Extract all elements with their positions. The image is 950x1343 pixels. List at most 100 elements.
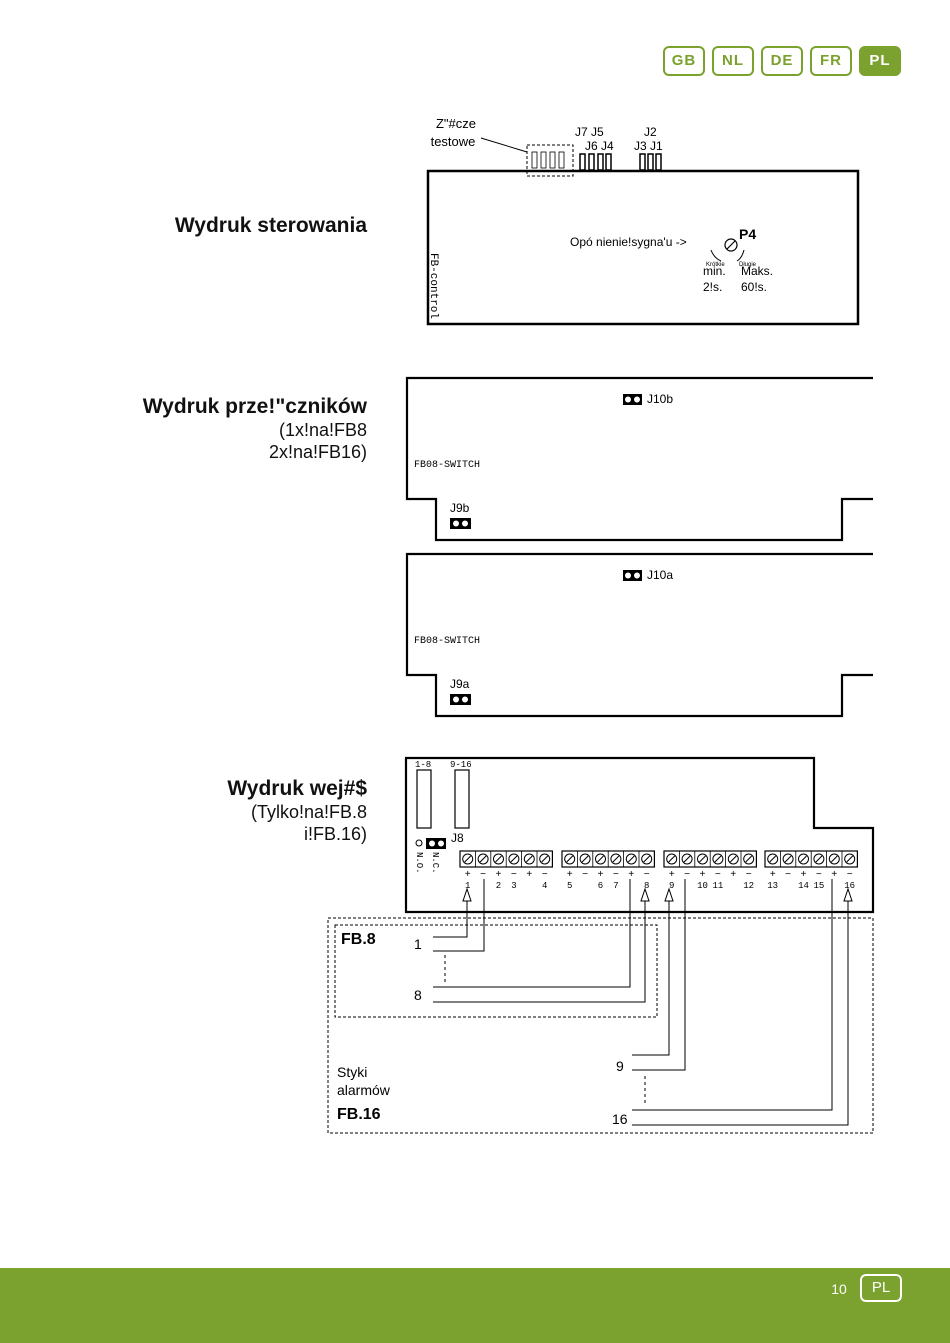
polarity-mark: − bbox=[480, 870, 486, 881]
jumper-pins-left bbox=[579, 153, 612, 171]
terminal-number-6: 6 bbox=[598, 881, 603, 891]
j8-label: J8 bbox=[451, 831, 464, 845]
lang-fr[interactable]: FR bbox=[810, 46, 852, 76]
section-control-heading: Wydruk sterowania bbox=[175, 214, 367, 238]
screw-terminal-icon[interactable] bbox=[681, 853, 693, 865]
screw-terminal-icon[interactable] bbox=[493, 853, 504, 865]
terminal-number-4: 4 bbox=[542, 881, 547, 891]
screw-terminal-icon[interactable] bbox=[508, 853, 520, 865]
terminal-number-2: 2 bbox=[496, 881, 501, 891]
polarity-mark: − bbox=[816, 870, 822, 881]
wire-9-plus bbox=[632, 889, 670, 1056]
wire-label-1: 1 bbox=[414, 936, 422, 952]
polarity-mark: − bbox=[785, 870, 791, 881]
polarity-mark: − bbox=[542, 870, 548, 881]
input-1-arrow-icon bbox=[462, 887, 472, 902]
screw-terminal-icon[interactable] bbox=[782, 853, 794, 865]
screw-terminal-icon[interactable] bbox=[625, 853, 637, 865]
screw-terminal-icon[interactable] bbox=[462, 853, 474, 865]
polarity-mark: − bbox=[582, 870, 588, 881]
polarity-mark: − bbox=[613, 870, 619, 881]
screw-terminal-icon[interactable] bbox=[798, 853, 809, 865]
max-label: Maks. bbox=[741, 264, 773, 278]
footer-bar bbox=[0, 1268, 950, 1343]
input-8-arrow-icon bbox=[640, 887, 650, 902]
control-board-diagram: Z"#cze testowe J7 J5 J6 J4 J2 J3 J1 FB-c… bbox=[426, 116, 860, 326]
screw-terminal-icon[interactable] bbox=[641, 853, 653, 865]
screw-terminal-icon[interactable] bbox=[697, 853, 708, 865]
polarity-mark: + bbox=[699, 870, 705, 881]
alarm-contacts-label-1: Styki bbox=[337, 1064, 367, 1080]
polarity-mark: + bbox=[495, 870, 501, 881]
wire-8-plus bbox=[433, 889, 646, 1003]
jumper-pins-right bbox=[639, 153, 662, 171]
section-switch-subtitle-2: 2x!na!FB16) bbox=[268, 442, 367, 462]
screw-terminal-icon[interactable] bbox=[712, 853, 724, 865]
jumper-label-j6-j4: J6 J4 bbox=[585, 139, 614, 153]
header-9-16 bbox=[454, 769, 470, 829]
terminal-number-11: 11 bbox=[712, 881, 723, 891]
screw-terminal-icon[interactable] bbox=[743, 853, 755, 865]
max-value: 60!s. bbox=[741, 280, 767, 294]
polarity-mark: + bbox=[800, 870, 806, 881]
lang-gb[interactable]: GB bbox=[663, 46, 705, 76]
polarity-mark: + bbox=[628, 870, 634, 881]
screw-terminal-icon[interactable] bbox=[767, 853, 779, 865]
screw-terminal-icon[interactable] bbox=[523, 853, 535, 865]
wire-1-minus bbox=[433, 879, 485, 952]
signal-delay-label: Opó nienie!sygna'u -> bbox=[570, 235, 687, 249]
terminal-number-7: 7 bbox=[613, 881, 618, 891]
polarity-mark: − bbox=[684, 870, 690, 881]
wire-9-minus bbox=[632, 879, 686, 1071]
wire-16-plus bbox=[632, 889, 849, 1126]
polarity-mark: − bbox=[715, 870, 721, 881]
header-1-8 bbox=[416, 769, 432, 829]
screw-terminal-icon[interactable] bbox=[666, 853, 678, 865]
test-jumper-area bbox=[526, 144, 574, 177]
terminal-polarity: +−+−+−+−+−+−+−+−+−+−+−+− bbox=[465, 870, 853, 881]
screw-terminal-icon[interactable] bbox=[727, 853, 739, 865]
lang-nl[interactable]: NL bbox=[712, 46, 754, 76]
input-9-arrow-icon bbox=[664, 887, 674, 902]
polarity-mark: − bbox=[847, 870, 853, 881]
potentiometer-p4-icon[interactable] bbox=[724, 238, 738, 252]
screw-terminal-icon[interactable] bbox=[564, 853, 576, 865]
terminal-number-15: 15 bbox=[813, 881, 824, 891]
lang-de[interactable]: DE bbox=[761, 46, 803, 76]
terminal-number-12: 12 bbox=[743, 881, 754, 891]
screw-terminal-icon[interactable] bbox=[477, 853, 489, 865]
wire-16-minus bbox=[632, 879, 833, 1111]
fb16-boundary bbox=[327, 917, 874, 1134]
jumper-label-j3-j1: J3 J1 bbox=[634, 139, 663, 153]
screw-terminal-icon[interactable] bbox=[610, 853, 622, 865]
test-jumpers-label-1: Z"#cze bbox=[436, 116, 476, 131]
polarity-mark: + bbox=[770, 870, 776, 881]
switch-board-b-diagram: J10b FB08-SWITCH J9b bbox=[405, 376, 873, 542]
terminal-number-16: 16 bbox=[844, 881, 855, 891]
screw-terminal-icon[interactable] bbox=[539, 853, 551, 865]
lang-pl[interactable]: PL bbox=[859, 46, 901, 76]
section-control-title: Wydruk sterowania bbox=[174, 214, 367, 237]
switch-a-jumper-top-label: J10a bbox=[647, 568, 673, 582]
screw-terminal-icon[interactable] bbox=[813, 853, 825, 865]
nc-label: N.C. bbox=[430, 852, 440, 874]
terminal-number-8: 8 bbox=[644, 881, 649, 891]
short-label: Krótkie bbox=[706, 262, 725, 268]
screw-terminal-icon[interactable] bbox=[579, 853, 591, 865]
terminal-number-14: 14 bbox=[798, 881, 809, 891]
header-9-16-label: 9-16 bbox=[450, 760, 472, 770]
terminal-number-9: 9 bbox=[669, 881, 674, 891]
wire-8-minus bbox=[433, 879, 631, 988]
control-board-outline bbox=[426, 169, 860, 326]
polarity-mark: + bbox=[669, 870, 675, 881]
polarity-mark: + bbox=[567, 870, 573, 881]
input-16-arrow-icon bbox=[843, 887, 853, 902]
switch-board-a-diagram: J10a FB08-SWITCH J9a bbox=[405, 552, 873, 718]
terminal-number-13: 13 bbox=[767, 881, 778, 891]
screw-terminal-icon[interactable] bbox=[595, 853, 606, 865]
screw-terminal-icon[interactable] bbox=[844, 853, 856, 865]
section-input-title: Wydruk wej#$ bbox=[227, 777, 367, 800]
fb8-boundary bbox=[334, 924, 658, 1018]
screw-terminal-icon[interactable] bbox=[828, 853, 840, 865]
